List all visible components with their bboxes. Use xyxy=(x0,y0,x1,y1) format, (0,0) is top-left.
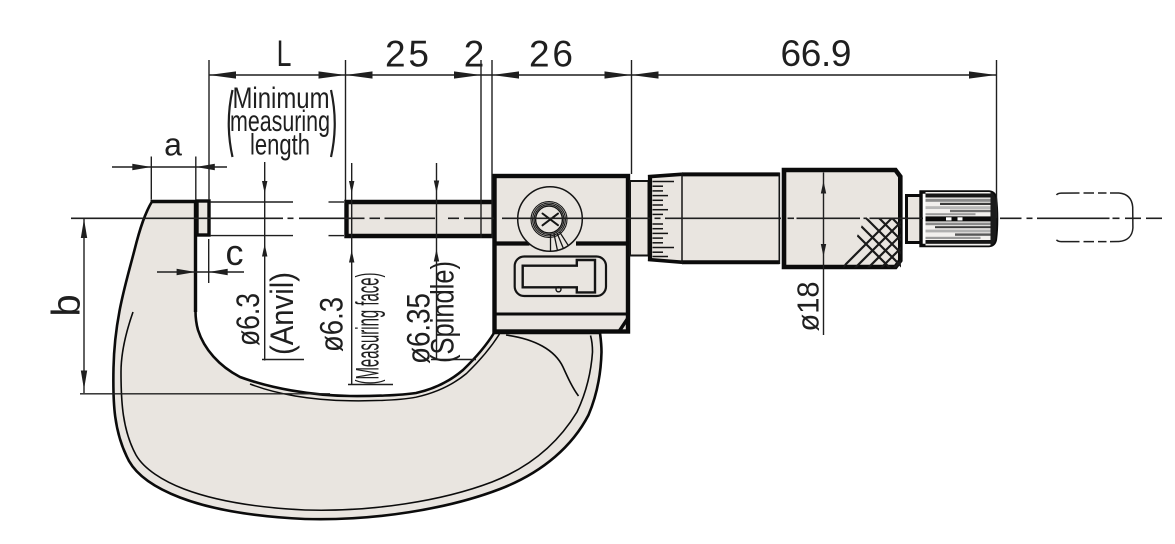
svg-text:(Measuring face): (Measuring face) xyxy=(350,273,386,385)
svg-text:Minimum: Minimum xyxy=(233,82,330,115)
svg-text:(Spindle): (Spindle) xyxy=(425,261,461,363)
svg-text:measuring: measuring xyxy=(230,105,330,138)
svg-text:ø6.35: ø6.35 xyxy=(401,293,437,364)
svg-text:a: a xyxy=(164,127,182,163)
svg-text:66.9: 66.9 xyxy=(781,33,852,74)
svg-text:c: c xyxy=(226,232,244,273)
svg-text:ø6.3: ø6.3 xyxy=(314,297,350,352)
svg-text:ø18: ø18 xyxy=(792,282,826,332)
svg-text:(Anvil): (Anvil) xyxy=(264,272,300,355)
svg-text:length: length xyxy=(250,129,310,162)
svg-text:L: L xyxy=(277,33,292,74)
svg-text:b: b xyxy=(45,294,89,316)
svg-text:2: 2 xyxy=(464,34,485,75)
svg-text:ø6.3: ø6.3 xyxy=(230,293,266,346)
